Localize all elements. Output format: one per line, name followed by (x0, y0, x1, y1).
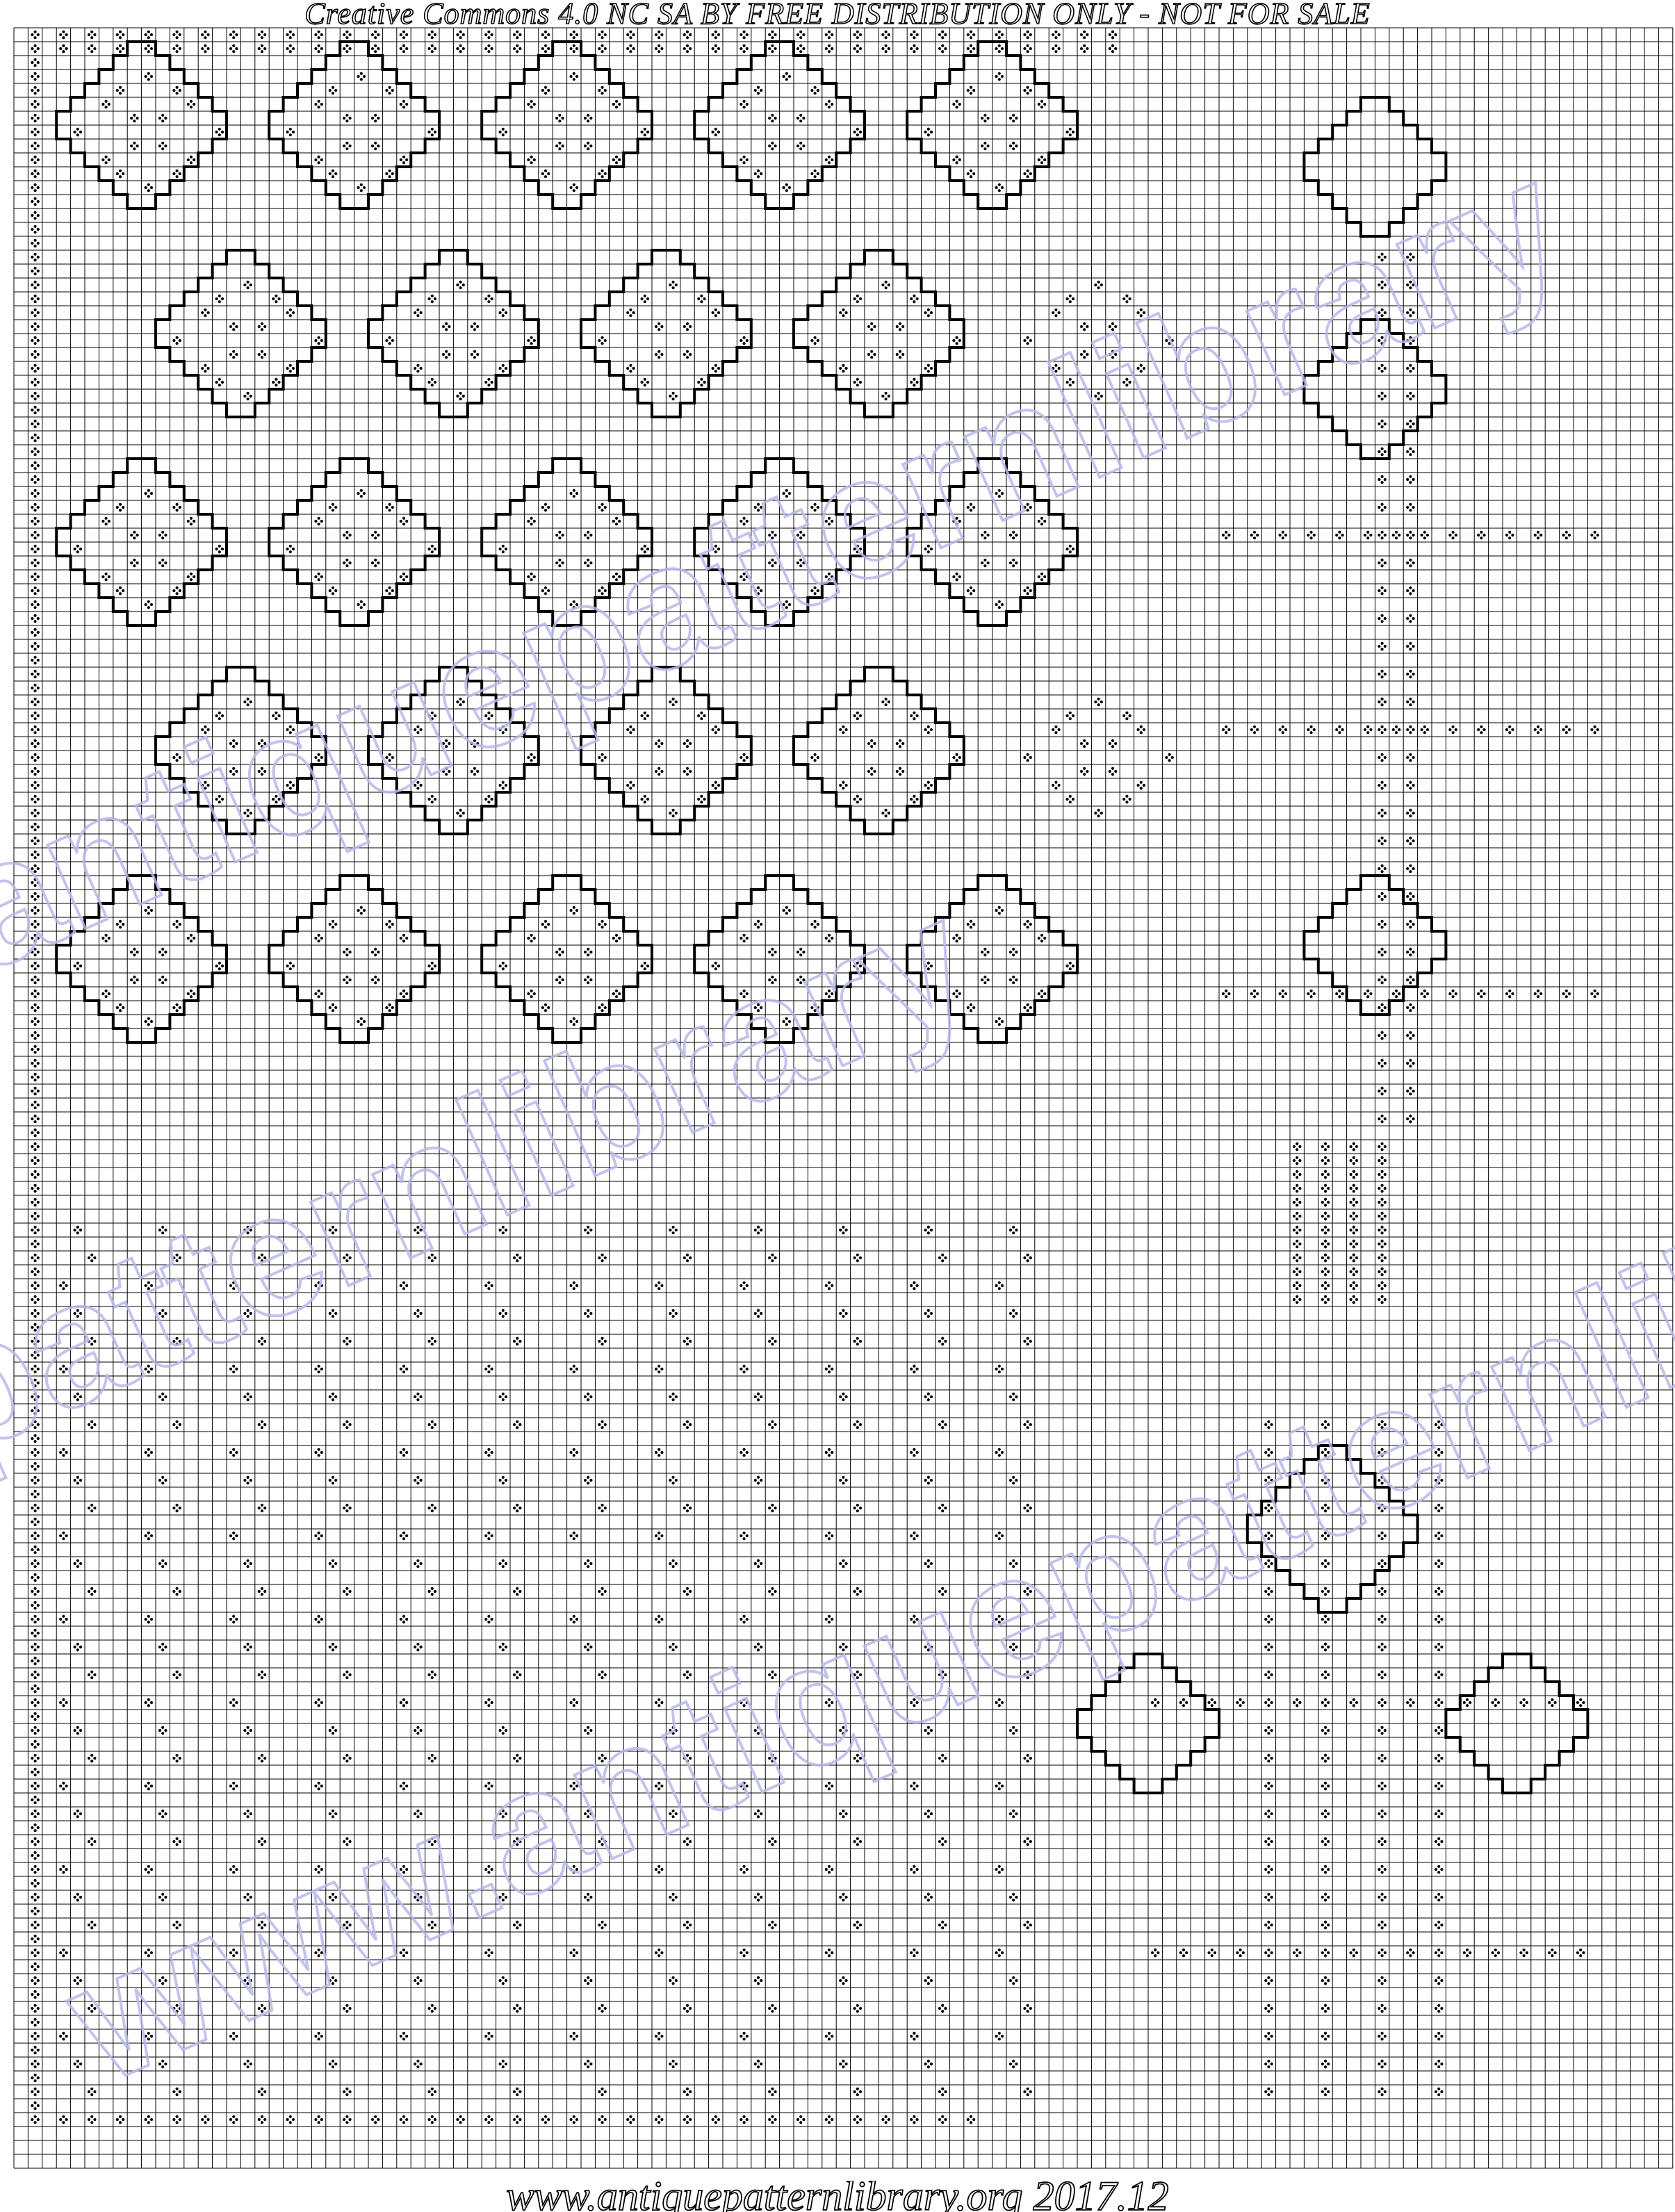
watermark-line-2: antiquepatternlibrary (0, 122, 1589, 1006)
watermark-line-1: www.antiquepatternlibrary.org (40, 924, 1675, 2119)
site-credit: www.antiquepatternlibrary.org 2017.12 (0, 2181, 1675, 2212)
watermark-line-3: patternlibrary (0, 860, 997, 1493)
watermark: www.antiquepatternlibrary.org antiquepat… (0, 122, 1675, 2118)
